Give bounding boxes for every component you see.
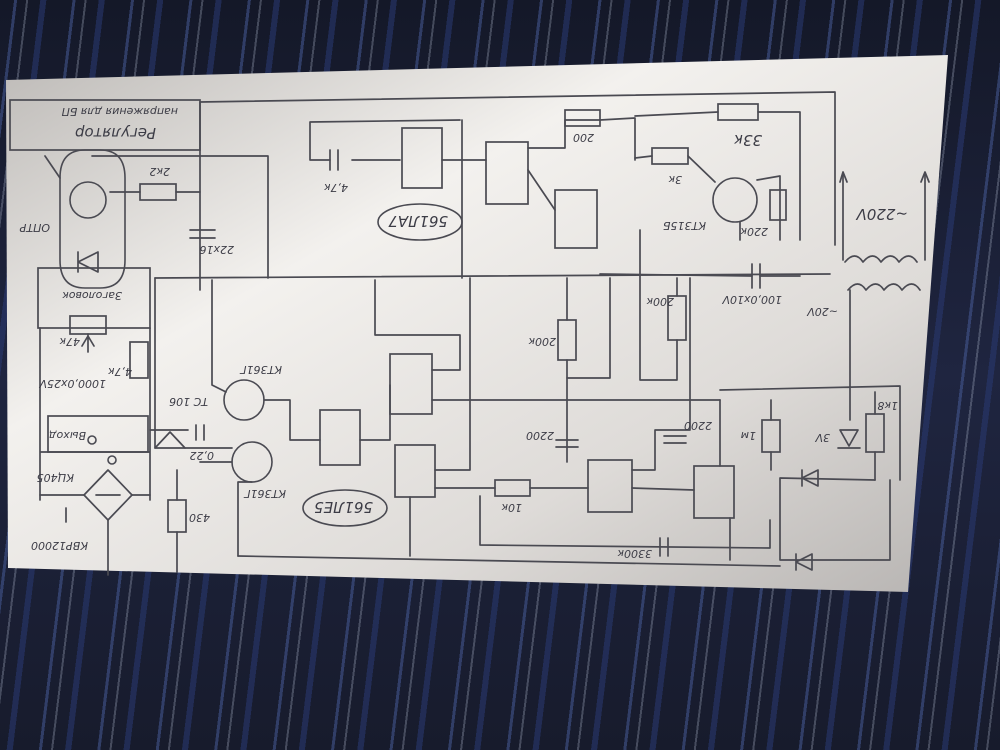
c-22x16-label: 22x16 — [199, 243, 234, 256]
c-2200-a-label: 2200 — [526, 429, 554, 442]
r-200k-b-label: 200к — [646, 295, 674, 308]
r-2k2-label: 2к2 — [149, 165, 170, 178]
r-10k-label: 10к — [501, 501, 522, 514]
triac-label: ТС 106 — [169, 395, 208, 408]
r-1m-label: 1м — [741, 429, 756, 442]
v-220-label: ~220V — [855, 205, 908, 223]
c-022-label: 0,22 — [190, 449, 215, 462]
r-220k-label: 220к — [740, 225, 768, 238]
q-kt361-label: КТ361Г — [239, 363, 282, 376]
output-label: Выход — [49, 429, 86, 442]
r-3k-label: 3к — [668, 173, 682, 186]
paper-sheet — [6, 55, 948, 592]
bridge-label: КЦ405 — [37, 471, 74, 484]
v-20-label: ~20V — [806, 305, 838, 318]
c-2200-b-label: 2200 — [684, 419, 712, 432]
schematic-drawing — [9, 91, 930, 576]
r-33k-label: 33к — [734, 131, 762, 149]
c-1000-label: 1000,0x25V — [38, 377, 106, 390]
r-1k8-label: 1к8 — [877, 399, 898, 412]
r-47k-b-label: 4,7к — [108, 365, 132, 378]
r-430-label: 430 — [189, 511, 210, 524]
r-47k-label: 47к — [59, 335, 80, 348]
c-100x10-label: 100,0x10V — [721, 293, 782, 306]
c-4n7-label: 4,7к — [324, 181, 348, 194]
q-kt361b-label: КТ361Г — [243, 487, 286, 500]
ic-top-label: 561ЛА7 — [388, 212, 448, 230]
r-200k-a-label: 200к — [528, 335, 556, 348]
optron-label: ОПТР — [19, 221, 50, 234]
pot-label: Заголовок — [62, 289, 122, 302]
r-200-label: 200 — [573, 131, 594, 144]
d-3v-label: 3V — [814, 431, 830, 444]
c-3300-label: 3300к — [617, 547, 652, 560]
title-line1-text: Регулятор — [75, 124, 156, 142]
q-kt315b-label: КТ315Б — [663, 219, 706, 232]
ic-bottom-label: 561ЛЕ5 — [314, 498, 373, 516]
handwritten-labels: Регулятор напряжения для БП 561ЛА7 561ЛЕ… — [19, 105, 908, 560]
title-line2-text: напряжения для БП — [62, 105, 178, 118]
rectifier-label: КВР12000 — [31, 539, 88, 552]
